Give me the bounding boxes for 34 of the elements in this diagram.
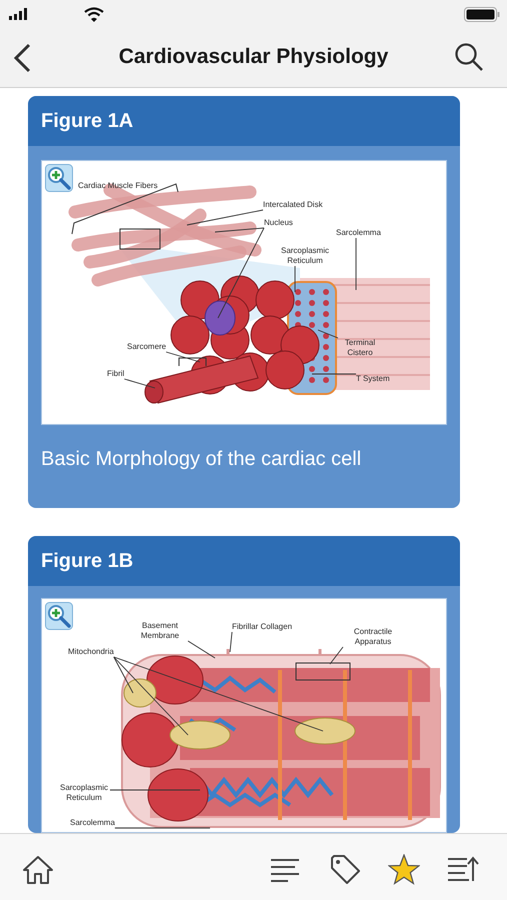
leader-line [166, 352, 200, 362]
leader-line [230, 632, 232, 652]
part-label: Sarcolemma [336, 228, 381, 238]
leader-line [330, 646, 344, 664]
part-label: Sarcoplasmic Reticulum [276, 246, 334, 266]
figure-caption: Basic Morphology of the cardiac cell [41, 448, 362, 471]
leader-line [294, 266, 296, 292]
part-label: Sarcomere [127, 342, 166, 352]
figure-card [28, 536, 460, 833]
part-label: T System [356, 374, 390, 384]
part-label: Intercalated Disk [263, 200, 323, 210]
part-label: Fibrillar Collagen [232, 622, 292, 632]
leader-line [186, 210, 264, 226]
leader-line [113, 656, 324, 732]
figure-card [28, 96, 460, 508]
leader-line [214, 228, 264, 232]
part-label: Nucleus [264, 218, 293, 228]
figure-heading: Figure 1B [28, 536, 460, 586]
part-label: Contractile Apparatus [343, 627, 403, 647]
part-label: Mitochondria [68, 647, 114, 657]
leader-line [124, 378, 156, 388]
page-title: Cardiovascular Physiology [118, 45, 388, 68]
part-label: Cardiac Muscle Fibers [78, 181, 158, 191]
part-label: Fibril [107, 369, 124, 379]
leader-line [188, 640, 216, 658]
part-label: Basement Membrane [132, 621, 188, 641]
leader-line [318, 330, 338, 338]
part-label: Terminal Cistero [338, 338, 382, 358]
leader-line [218, 228, 264, 318]
leader-line [113, 656, 134, 694]
part-label: Sarcoplasmic Reticulum [58, 783, 110, 803]
leader-line [113, 656, 188, 736]
figure-heading: Figure 1A [28, 96, 460, 146]
part-label: Sarcolemma [70, 818, 115, 828]
